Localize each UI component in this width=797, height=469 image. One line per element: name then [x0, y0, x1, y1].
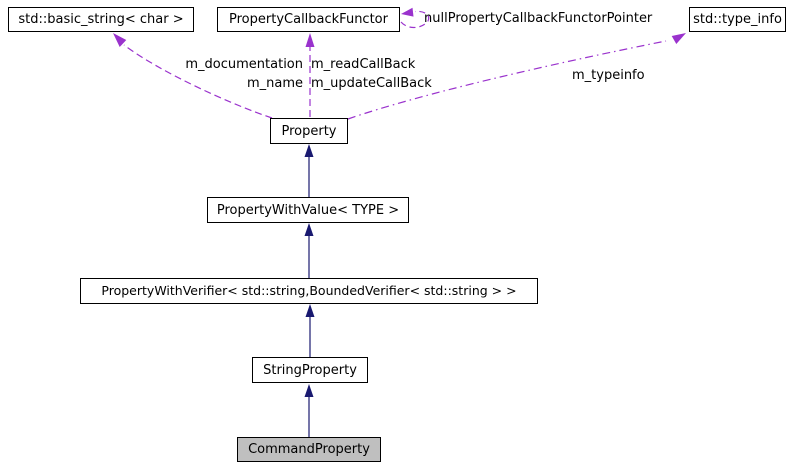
usage-arrowhead-basicstring [113, 33, 127, 47]
edge-label-read-update-callback: m_readCallBack m_updateCallBack [311, 55, 432, 93]
edge-label-m-name: m_name [246, 76, 303, 91]
node-property-with-value[interactable]: PropertyWithValue< TYPE > [207, 197, 409, 223]
edge-label-m-readcallback: m_readCallBack [311, 57, 416, 72]
usage-arrowhead-selfloop [401, 7, 414, 17]
edge-label-m-typeinfo: m_typeinfo [572, 68, 645, 83]
inheritance-arrowhead-pwvf [305, 304, 315, 317]
usage-arrowhead-typeinfo [671, 33, 686, 44]
usage-edge-callbackfunctor-selfloop [400, 10, 430, 29]
edge-label-documentation-name: m_documentation m_name [140, 55, 303, 93]
edge-label-m-documentation: m_documentation [185, 57, 303, 72]
usage-arrowhead-callbackfunctor [305, 33, 315, 47]
edge-label-null-pointer: nullPropertyCallbackFunctorPointer [424, 11, 653, 26]
edge-label-m-updatecallback: m_updateCallBack [311, 76, 432, 91]
node-property-with-verifier[interactable]: PropertyWithVerifier< std::string,Bounde… [80, 278, 538, 304]
node-property-callback-functor[interactable]: PropertyCallbackFunctor [217, 7, 400, 32]
node-command-property: CommandProperty [237, 437, 381, 462]
node-std-basic-string[interactable]: std::basic_string< char > [8, 7, 194, 32]
inheritance-arrowhead-sp [304, 384, 314, 397]
node-string-property[interactable]: StringProperty [252, 357, 368, 383]
usage-edge-property-typeinfo [347, 40, 667, 120]
node-std-type-info[interactable]: std::type_info [689, 7, 786, 32]
usage-edge-property-basicstring [123, 44, 273, 119]
inheritance-arrowhead-property [304, 144, 314, 157]
node-property[interactable]: Property [270, 118, 348, 144]
inheritance-arrowhead-pwv [304, 223, 314, 236]
